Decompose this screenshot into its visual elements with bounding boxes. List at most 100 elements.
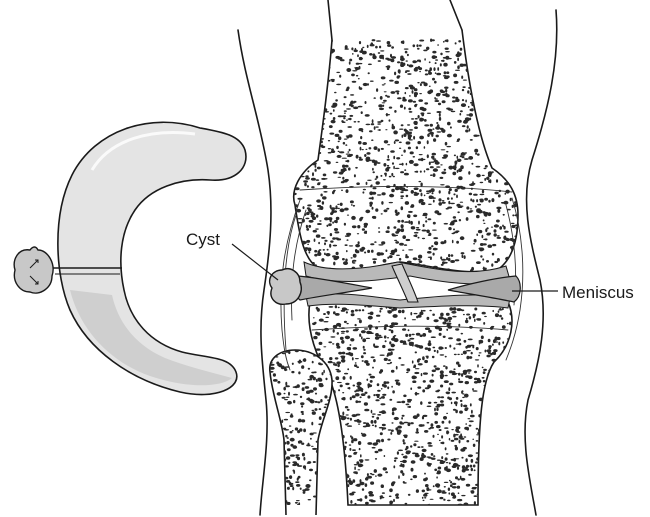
bone-speckle — [397, 220, 400, 223]
bone-speckle — [511, 44, 514, 47]
bone-speckle — [440, 128, 444, 130]
bone-speckle — [434, 412, 438, 415]
bone-speckle — [475, 51, 478, 53]
bone-speckle — [298, 502, 300, 506]
bone-speckle — [445, 89, 447, 93]
bone-speckle — [297, 84, 302, 85]
bone-speckle — [362, 309, 364, 311]
bone-speckle — [319, 319, 324, 322]
bone-speckle — [368, 316, 373, 320]
bone-speckle — [309, 479, 312, 481]
bone-speckle — [352, 357, 354, 360]
bone-speckle — [510, 78, 512, 80]
bone-speckle — [441, 259, 446, 261]
bone-speckle — [330, 419, 334, 421]
bone-speckle — [306, 90, 308, 93]
bone-speckle — [404, 184, 406, 187]
bone-speckle — [445, 375, 448, 377]
bone-speckle — [501, 111, 505, 114]
bone-speckle — [350, 338, 354, 341]
bone-speckle — [520, 190, 524, 193]
bone-speckle — [503, 226, 505, 230]
skin-outline-right — [525, 10, 557, 515]
bone-speckle — [347, 239, 349, 241]
bone-speckle — [461, 495, 465, 496]
bone-speckle — [483, 76, 488, 80]
bone-speckle — [363, 83, 368, 86]
bone-speckle — [446, 208, 449, 210]
bone-speckle — [342, 352, 346, 355]
bone-speckle — [487, 137, 490, 139]
bone-speckle — [292, 430, 294, 431]
bone-speckle — [509, 123, 511, 125]
bone-speckle — [382, 394, 386, 396]
bone-speckle — [463, 405, 467, 408]
bone-speckle — [477, 320, 481, 321]
bone-speckle — [426, 230, 430, 234]
bone-speckle — [476, 51, 478, 53]
bone-speckle — [327, 399, 329, 401]
bone-speckle — [483, 426, 486, 428]
bone-speckle — [357, 121, 359, 123]
bone-speckle — [492, 253, 494, 256]
bone-speckle — [410, 387, 412, 390]
bone-speckle — [421, 159, 426, 160]
bone-speckle — [476, 199, 478, 202]
bone-speckle — [307, 397, 310, 400]
bone-speckle — [448, 254, 450, 257]
bone-speckle — [325, 448, 330, 450]
bone-speckle — [374, 346, 379, 348]
bone-speckle — [305, 177, 310, 180]
bone-speckle — [303, 136, 308, 139]
bone-speckle — [295, 481, 299, 483]
bone-speckle — [304, 183, 307, 187]
bone-speckle — [328, 361, 333, 363]
bone-speckle — [291, 84, 293, 85]
bone-speckle — [452, 465, 457, 468]
bone-speckle — [456, 195, 458, 199]
bone-speckle — [485, 165, 488, 168]
bone-speckle — [313, 143, 315, 146]
bone-speckle — [440, 89, 444, 92]
bone-speckle — [336, 217, 340, 220]
bone-speckle — [510, 179, 514, 182]
bone-speckle — [298, 420, 302, 422]
bone-speckle — [494, 224, 499, 227]
bone-speckle — [508, 408, 510, 410]
bone-speckle — [508, 386, 513, 388]
bone-speckle — [385, 129, 387, 130]
bone-speckle — [435, 326, 440, 330]
bone-speckle — [422, 497, 424, 499]
bone-speckle — [475, 359, 479, 360]
bone-speckle — [329, 306, 334, 308]
bone-speckle — [471, 163, 473, 165]
bone-speckle — [288, 462, 290, 464]
bone-speckle — [271, 455, 274, 459]
bone-speckle — [385, 412, 387, 413]
bone-speckle — [424, 102, 428, 104]
bone-speckle — [319, 469, 322, 470]
bone-speckle — [436, 472, 440, 474]
bone-speckle — [348, 118, 352, 120]
bone-speckle — [496, 140, 501, 144]
bone-speckle — [502, 378, 504, 380]
bone-speckle — [433, 435, 435, 438]
bone-speckle — [356, 155, 359, 159]
bone-speckle — [315, 393, 317, 395]
bone-speckle — [305, 119, 308, 122]
bone-speckle — [466, 217, 469, 221]
bone-speckle — [295, 349, 299, 353]
bone-speckle — [308, 102, 312, 104]
bone-speckle — [402, 163, 404, 166]
bone-speckle — [352, 449, 356, 451]
bone-speckle — [371, 410, 373, 414]
bone-speckle — [435, 56, 438, 58]
bone-speckle — [506, 444, 510, 448]
bone-speckle — [460, 155, 462, 157]
bone-speckle — [349, 186, 354, 188]
bone-speckle — [471, 108, 474, 111]
bone-speckle — [397, 228, 401, 232]
bone-speckle — [410, 338, 415, 340]
bone-speckle — [384, 358, 388, 361]
bone-speckle — [376, 88, 378, 92]
